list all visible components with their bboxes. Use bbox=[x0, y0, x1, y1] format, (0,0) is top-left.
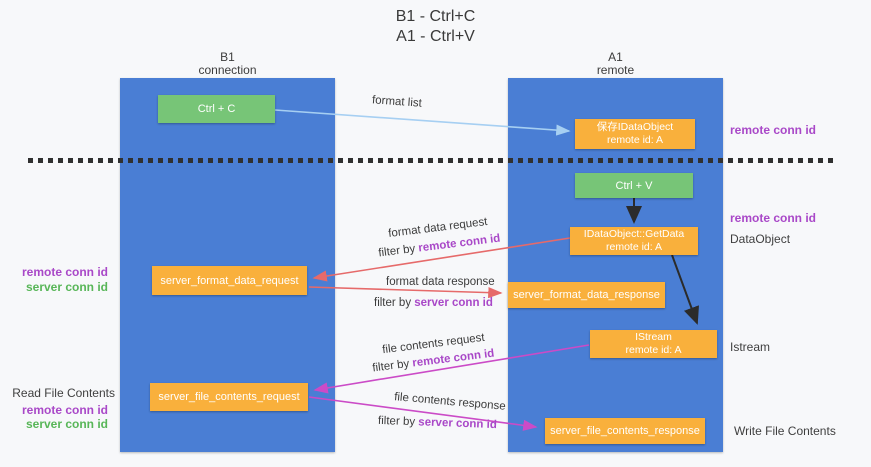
title-line-1: B1 - Ctrl+C bbox=[395, 8, 476, 25]
right-istream-label: Istream bbox=[730, 340, 771, 354]
istream-line2: remote id: A bbox=[625, 344, 682, 356]
left-remote-conn-id-bottom: remote conn id bbox=[21, 403, 108, 417]
filter-by-text: filter by bbox=[377, 242, 420, 260]
istream-box: IStream remote id: A bbox=[590, 330, 717, 358]
idataobject-getdata-line1: IDataObject::GetData bbox=[583, 228, 685, 240]
ctrl-v-box: Ctrl + V bbox=[575, 173, 693, 198]
format-list-label: format list bbox=[371, 94, 423, 110]
remote-conn-id-text: remote conn id bbox=[417, 232, 501, 255]
left-remote-conn-id-top: remote conn id bbox=[21, 265, 108, 279]
server-format-data-request-label: server_format_data_request bbox=[160, 274, 299, 287]
istream-line1: IStream bbox=[635, 331, 672, 343]
filter-by-text: filter by bbox=[374, 297, 415, 309]
title-line-2: A1 - Ctrl+V bbox=[396, 28, 475, 45]
server-conn-id-text: server conn id bbox=[418, 416, 498, 432]
right-remote-conn-id-top: remote conn id bbox=[730, 123, 817, 137]
section-divider-dashed-line bbox=[28, 158, 833, 163]
server-file-contents-response-box: server_file_contents_response bbox=[545, 418, 705, 444]
right-write-file-contents-label: Write File Contents bbox=[734, 424, 836, 438]
filter-by-text: filter by bbox=[371, 357, 414, 375]
server-file-contents-response-label: server_file_contents_response bbox=[550, 425, 700, 437]
right-column-header: A1 remote bbox=[508, 51, 723, 77]
save-idataobject-line2: remote id: A bbox=[606, 134, 664, 146]
server-format-data-response-box: server_format_data_response bbox=[508, 282, 665, 308]
server-format-data-request-box: server_format_data_request bbox=[152, 266, 307, 295]
right-dataobject-label: DataObject bbox=[730, 232, 791, 246]
left-read-file-contents-label: Read File Contents bbox=[12, 386, 115, 400]
idataobject-getdata-box: IDataObject::GetData remote id: A bbox=[570, 227, 698, 255]
ctrl-c-box: Ctrl + C bbox=[158, 95, 275, 123]
left-column-name: B1 bbox=[220, 50, 235, 64]
filter-by-text: filter by bbox=[377, 414, 419, 429]
diagram-title: B1 - Ctrl+C A1 - Ctrl+V bbox=[0, 7, 871, 47]
server-file-contents-request-label: server_file_contents_request bbox=[158, 391, 300, 403]
save-idataobject-box: 保存IDataObject remote id: A bbox=[575, 119, 695, 149]
format-data-response-label: format data response bbox=[386, 276, 495, 288]
right-remote-conn-id-mid: remote conn id bbox=[730, 211, 817, 225]
idataobject-getdata-line2: remote id: A bbox=[605, 241, 663, 253]
left-column-header: B1 connection bbox=[120, 51, 335, 77]
ctrl-c-label: Ctrl + C bbox=[197, 103, 236, 115]
right-column-role: remote bbox=[596, 63, 635, 77]
left-server-conn-id-bottom: server conn id bbox=[25, 417, 108, 431]
save-idataobject-line1: 保存IDataObject bbox=[596, 121, 674, 133]
ctrl-v-label: Ctrl + V bbox=[615, 179, 653, 192]
right-column-name: A1 bbox=[608, 50, 623, 64]
file-response-filter-label: filter by server conn id bbox=[378, 415, 497, 431]
format-response-filter-label: filter by server conn id bbox=[374, 297, 493, 309]
server-format-data-response-label: server_format_data_response bbox=[513, 289, 660, 301]
server-file-contents-request-box: server_file_contents_request bbox=[150, 383, 308, 411]
left-server-conn-id-top: server conn id bbox=[25, 280, 108, 294]
file-contents-response-label: file contents response bbox=[393, 391, 507, 413]
left-column-role: connection bbox=[198, 63, 257, 77]
server-conn-id-text: server conn id bbox=[414, 297, 493, 309]
